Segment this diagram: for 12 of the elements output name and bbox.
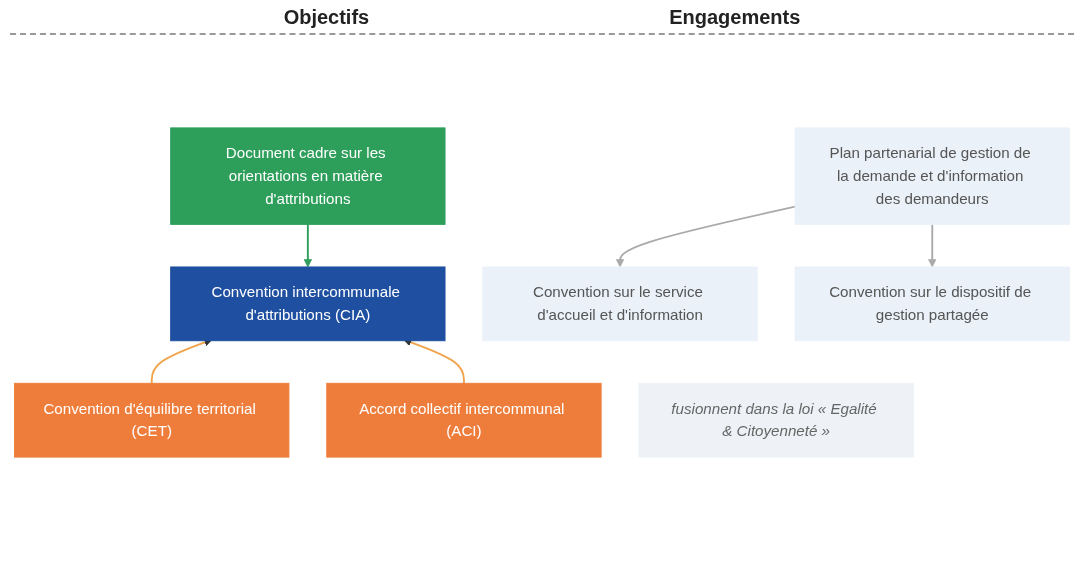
section-heading: Engagements [669, 6, 801, 29]
node-box: Convention sur le service d'accueil et d'information [482, 266, 758, 342]
node-box: Plan partenarial de gestion de la demande et d'information des demandeurs [794, 127, 1070, 225]
section-heading: Objectifs [283, 6, 370, 29]
arrow [928, 223, 937, 268]
node-box: Convention d'équilibre territorial (CET) [14, 382, 290, 458]
arrow [303, 223, 312, 268]
arrow [615, 205, 796, 268]
node-box: Convention intercommunale d'attributions (CIA) [170, 266, 446, 342]
node-box: Document cadre sur les orientations en matière d'attributions [170, 127, 446, 225]
node-box: Convention sur le dispositif de gestion partagée [794, 266, 1070, 342]
node-box: Accord collectif intercommunal (ACI) [326, 382, 602, 458]
